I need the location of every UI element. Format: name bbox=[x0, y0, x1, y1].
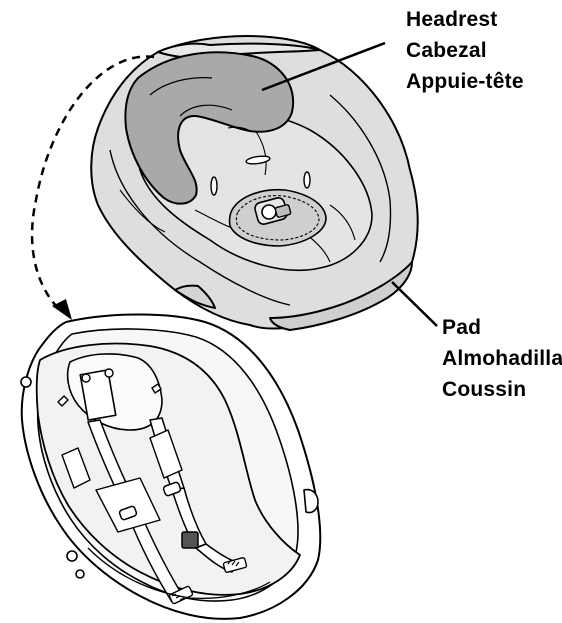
pad-leader-line bbox=[392, 282, 437, 326]
mount-screw-right bbox=[105, 369, 113, 377]
mount-screw-left bbox=[82, 374, 90, 382]
pad-label-en: Pad bbox=[442, 312, 562, 343]
pad-label-fr: Coussin bbox=[442, 374, 562, 405]
assembly-arrow-head bbox=[52, 299, 72, 320]
seat-pad bbox=[91, 36, 418, 330]
headrest-callout: Headrest Cabezal Appuie-tête bbox=[406, 4, 524, 97]
seat-frame bbox=[21, 315, 320, 619]
harness-slot-lower-right bbox=[304, 172, 310, 188]
headrest-label-en: Headrest bbox=[406, 4, 524, 35]
frame-pivot-left-upper bbox=[21, 377, 31, 387]
pad-label-es: Almohadilla bbox=[442, 343, 562, 374]
harness-slot-lower-left bbox=[211, 177, 217, 195]
crotch-buckle-base bbox=[182, 532, 198, 548]
frame-pivot-bottom bbox=[76, 570, 84, 578]
headrest-label-es: Cabezal bbox=[406, 35, 524, 66]
frame-pivot-left-lower bbox=[67, 551, 77, 561]
pad-callout: Pad Almohadilla Coussin bbox=[442, 312, 562, 405]
headrest-label-fr: Appuie-tête bbox=[406, 66, 524, 97]
